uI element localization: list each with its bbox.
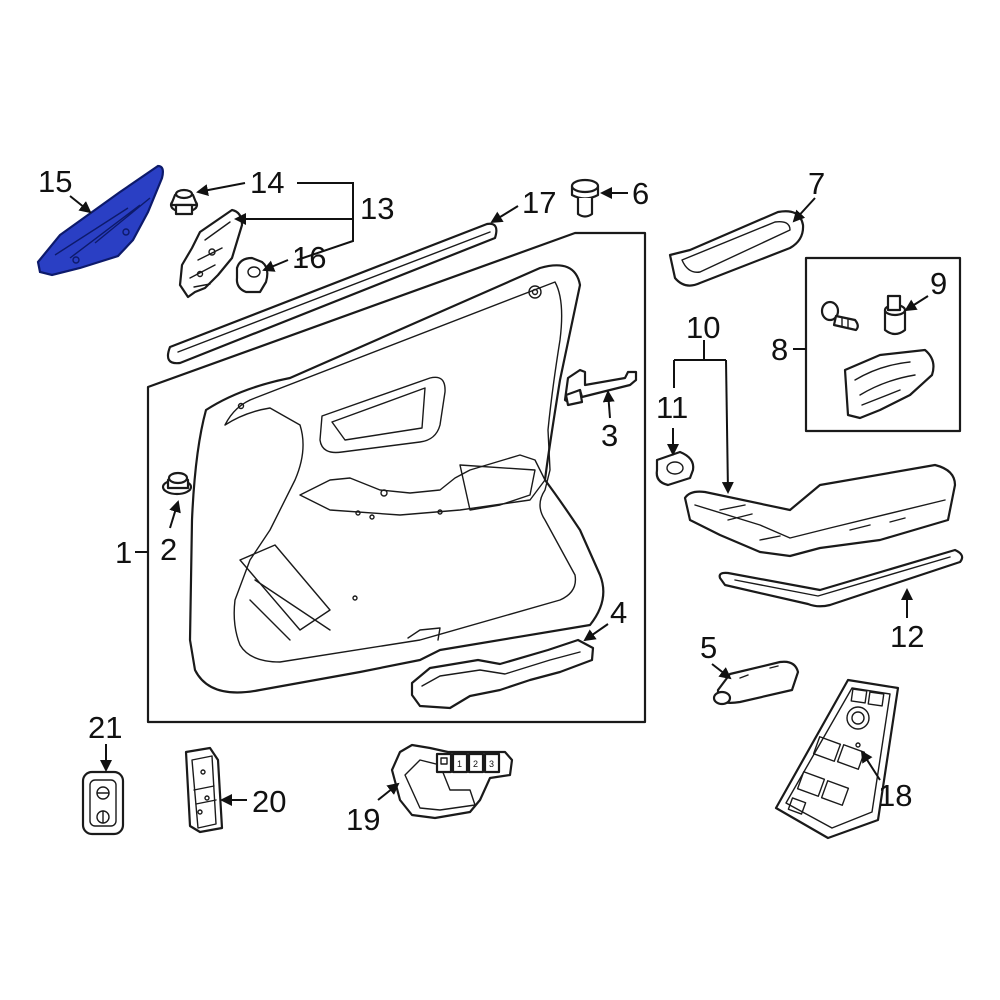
- part-19-seat-switch: 1 2 3: [390, 743, 514, 820]
- callout-18: 18: [878, 778, 912, 813]
- part-10-armrest: [683, 463, 957, 558]
- callout-19: 19: [346, 802, 380, 837]
- callout-1: 1: [115, 535, 132, 570]
- callout-3: 3: [601, 418, 618, 453]
- callout-14: 14: [250, 165, 284, 200]
- part-20-switch-module: [184, 746, 224, 834]
- part-9-clip: [883, 294, 907, 336]
- seat-memory-button-2-label: 2: [473, 759, 478, 769]
- part-12-trim-strip: [718, 548, 964, 608]
- leader-2: [169, 500, 181, 529]
- part-8-door-handle: [843, 348, 935, 420]
- part-8-screw: [820, 300, 859, 332]
- seat-memory-button-1-label: 1: [457, 759, 462, 769]
- callout-4: 4: [610, 595, 627, 630]
- part-8-group-box: [804, 256, 962, 433]
- callout-9: 9: [930, 266, 947, 301]
- callout-12: 12: [890, 619, 924, 654]
- leader-15: [69, 195, 92, 214]
- leader-13-bracket: [296, 182, 354, 261]
- part-4-lower-insert: [410, 638, 595, 710]
- leader-3: [602, 390, 615, 419]
- leader-10: [721, 359, 734, 494]
- callout-10: 10: [686, 310, 720, 345]
- callout-20: 20: [252, 784, 286, 819]
- part-18-window-switch-panel: [774, 678, 900, 840]
- leader-18: [860, 750, 881, 781]
- leader-17: [490, 205, 519, 224]
- seat-memory-button-3-label: 3: [489, 759, 494, 769]
- callout-13: 13: [360, 191, 394, 226]
- callout-17: 17: [522, 185, 556, 220]
- callout-6: 6: [632, 176, 649, 211]
- part-13-mirror-cover: [178, 208, 244, 299]
- part-2-clip: [161, 471, 193, 496]
- part-21-switch: [81, 770, 125, 836]
- door-trim-panel: [188, 264, 605, 694]
- leader-5: [711, 663, 732, 680]
- callout-11: 11: [656, 390, 688, 425]
- callout-5: 5: [700, 630, 717, 665]
- leader-4: [583, 623, 609, 642]
- leader-9: [904, 295, 929, 312]
- part-5-switch: [712, 660, 800, 706]
- part-7-bezel: [668, 210, 805, 287]
- part-14-push-clip: [169, 188, 199, 216]
- door-panel-group-box: [146, 231, 647, 724]
- callout-21: 21: [88, 710, 122, 745]
- part-6-bolt: [570, 178, 600, 218]
- callout-16: 16: [292, 240, 326, 275]
- part-15-mirror-trim-highlighted: [36, 164, 164, 277]
- callout-15: 15: [38, 164, 72, 199]
- part-3-bracket: [563, 368, 638, 407]
- leader-19: [377, 782, 400, 801]
- part-16-grommet: [235, 256, 269, 294]
- callout-8: 8: [771, 332, 788, 367]
- leader-7: [792, 197, 816, 223]
- part-17-belt-molding: [166, 222, 498, 365]
- callout-2: 2: [160, 532, 177, 567]
- part-11-switch-cap: [655, 450, 695, 487]
- leader-14: [196, 182, 246, 197]
- leader-10-bracket: [674, 340, 726, 361]
- callout-7: 7: [808, 166, 825, 201]
- leader-16: [262, 259, 289, 272]
